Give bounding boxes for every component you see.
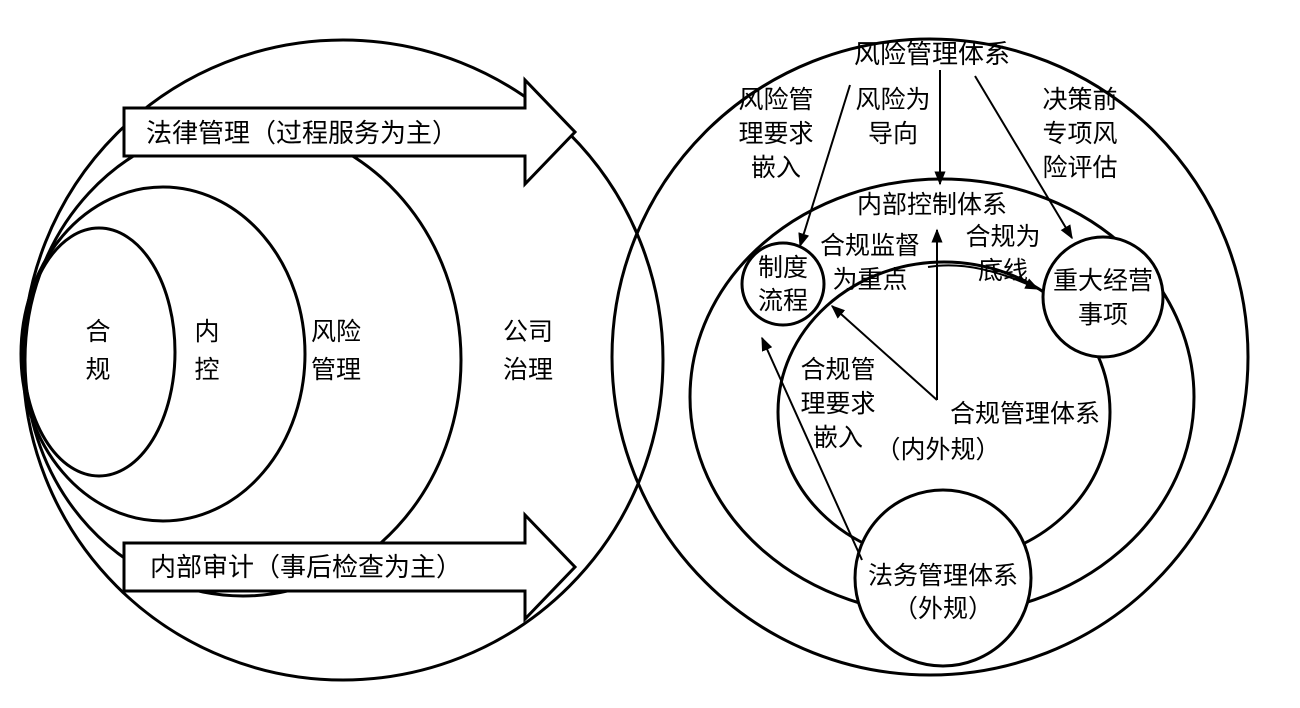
process-label-2: 流程 [758, 286, 808, 315]
risk-system-label: 风险管理体系 [854, 40, 1010, 70]
embed-left-3: 嵌入 [751, 153, 801, 182]
legal-management-label: 法律管理（过程服务为主） [146, 119, 458, 149]
left-nested-diagram: 法律管理（过程服务为主） 内部审计（事后检查为主） 合 规 内 控 风险 管理 … [19, 38, 665, 682]
risk-management-label-1: 风险 [311, 317, 361, 346]
major-matters-circle [1041, 235, 1165, 359]
internal-audit-label: 内部审计（事后检查为主） [150, 553, 462, 583]
process-circle [740, 241, 826, 327]
embed-inner-1: 合规管 [800, 355, 875, 384]
compliance-system-label: 合规管理体系 [950, 399, 1100, 428]
legal-system-circle [853, 488, 1033, 668]
compliance-label-1: 合 [85, 317, 110, 346]
embed-inner-2: 理要求 [800, 389, 875, 418]
corporate-governance-label-2: 治理 [503, 355, 553, 384]
arrow-risk-to-process [798, 84, 851, 248]
internal-audit-arrow [122, 511, 578, 623]
risk-oriented-2: 导向 [868, 119, 918, 148]
internal-control-label-1: 内 [194, 317, 219, 346]
arrow-legal-to-process [761, 336, 863, 561]
embed-left-1: 风险管 [738, 85, 813, 114]
pre-decision-2: 专项风 [1042, 119, 1117, 148]
legal-rules-label: （外规） [893, 594, 993, 623]
embed-inner-3: 嵌入 [813, 423, 863, 452]
arrow-compliance-to-process [830, 305, 938, 401]
internal-control-system-label: 内部控制体系 [857, 190, 1007, 219]
legal-system-label: 法务管理体系 [868, 561, 1018, 590]
major-matters-label-1: 重大经营 [1053, 266, 1153, 295]
major-matters-label-2: 事项 [1078, 300, 1128, 329]
compliance-supervision-1: 合规监督 [820, 231, 920, 260]
compliance-circle [21, 226, 177, 478]
embed-left-2: 理要求 [738, 119, 813, 148]
pre-decision-1: 决策前 [1042, 85, 1117, 114]
pre-decision-3: 险评估 [1042, 153, 1117, 182]
legal-management-arrow [122, 76, 578, 188]
process-label-1: 制度 [758, 253, 808, 282]
arrow-risk-to-major-matters [974, 75, 1073, 240]
compliance-supervision-2: 为重点 [832, 265, 907, 294]
risk-system-circle [610, 37, 1250, 677]
arrow-bottom-line-to-major-matters [927, 264, 1040, 290]
corporate-governance-label-1: 公司 [503, 317, 553, 346]
compliance-bottom-line-1: 合规为 [965, 222, 1040, 251]
internal-control-circle [19, 185, 307, 523]
right-system-diagram: 风险管理体系 风险管 理要求 嵌入 风险为 导向 决策前 专项风 险评估 内部控… [610, 37, 1250, 677]
risk-management-label-2: 管理 [311, 355, 361, 384]
internal-control-label-2: 控 [194, 355, 219, 384]
compliance-bottom-line-2: 底线 [978, 256, 1028, 285]
compliance-label-2: 规 [85, 355, 110, 384]
risk-oriented-1: 风险为 [855, 85, 930, 114]
compliance-rules-label: （内外规） [875, 435, 1000, 464]
